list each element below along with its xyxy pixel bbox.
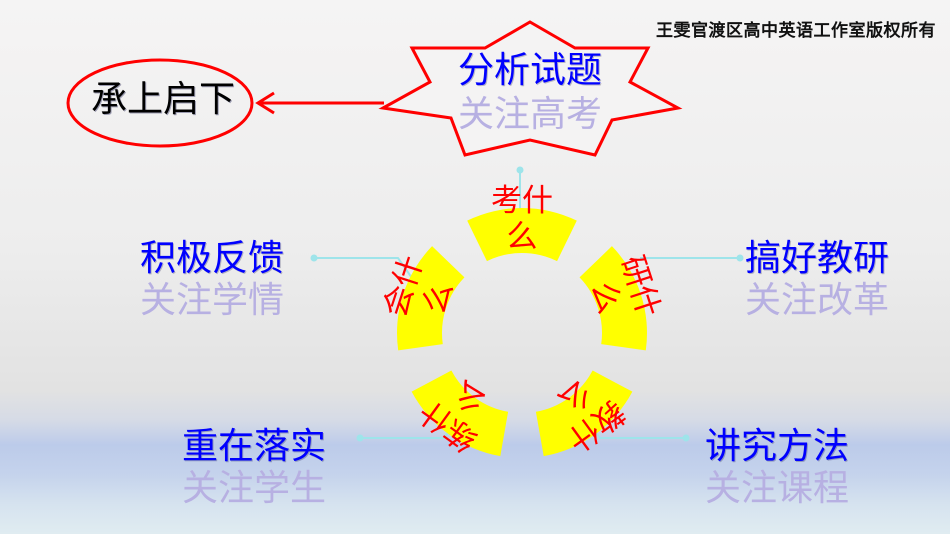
node-left-bottom-title: 重在落实 <box>182 426 327 467</box>
node-left-top-title: 积极反馈 <box>140 238 285 279</box>
node-right-bottom-subtitle: 关注课程 <box>705 468 850 509</box>
cycle-segment-shape[interactable] <box>579 246 647 351</box>
connector-dots <box>310 166 744 442</box>
node-right-top-subtitle: 关注改革 <box>745 280 890 321</box>
segment-text-line1: 考什 <box>491 182 553 219</box>
cycle-segment-kao[interactable]: 考什 么 <box>467 174 577 264</box>
node-right-top-title: 搞好教研 <box>745 238 890 279</box>
star-title-text: 分析试题 <box>457 50 602 91</box>
cycle-segment-shape[interactable] <box>467 208 577 262</box>
star-burst-shape[interactable] <box>378 20 683 157</box>
node-left-bottom-subtitle: 关注学生 <box>182 468 327 509</box>
cycle-ring <box>397 208 647 457</box>
cycle-segment-shape[interactable] <box>411 370 509 457</box>
callout-oval[interactable] <box>66 58 254 148</box>
arrow-left-icon <box>255 91 384 115</box>
cycle-segment-shape[interactable] <box>535 370 633 457</box>
node-left-top-subtitle: 关注学情 <box>140 280 285 321</box>
star-title: 分析试题 <box>430 52 630 90</box>
callout-text: 承上启下 <box>90 79 235 120</box>
star-subtitle: 关注高考 <box>430 96 630 134</box>
cycle-segment-shape[interactable] <box>397 246 465 351</box>
star-subtitle-text: 关注高考 <box>457 94 602 135</box>
copyright-notice: 王雯官渡区高中英语工作室版权所有 <box>656 21 936 41</box>
node-right-bottom-title: 讲究方法 <box>705 426 850 467</box>
segment-text-line2: 么 <box>506 218 538 255</box>
